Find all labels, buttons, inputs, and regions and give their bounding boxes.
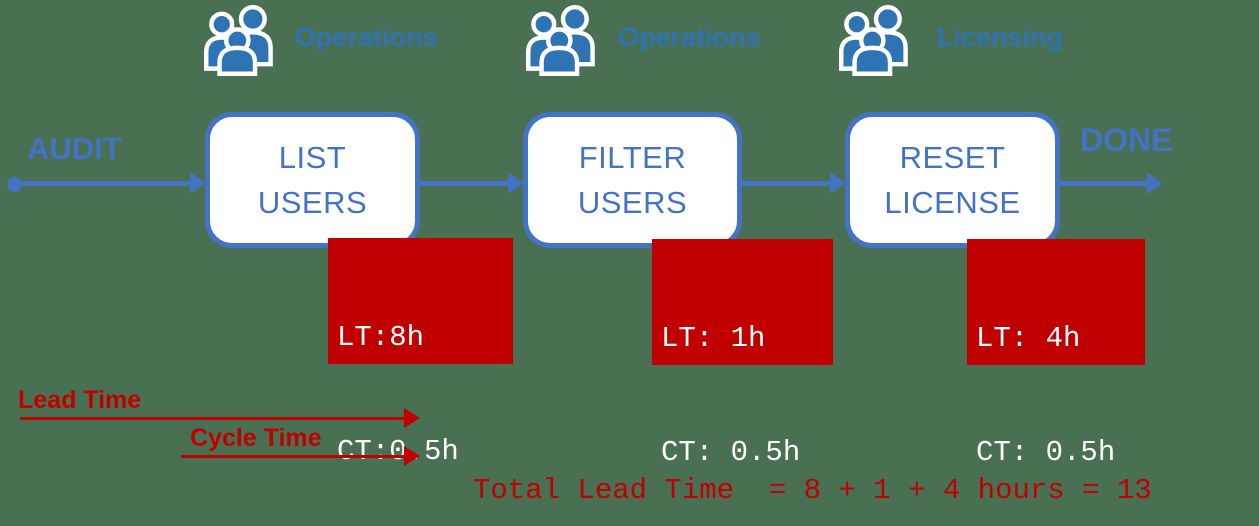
process-box-reset-license: RESET LICENSE xyxy=(845,112,1060,248)
flow-arrow-line-3 xyxy=(742,181,831,186)
flow-arrowhead-icon xyxy=(1147,172,1162,194)
people-group-icon xyxy=(526,4,595,76)
metrics-box-reset-license: LT: 4h CT: 0.5h %E: 6.25% xyxy=(967,239,1145,469)
metric-lead-time: LT: 4h xyxy=(976,322,1081,355)
team-label-operations-1: Operations xyxy=(295,22,438,52)
process-box-label: USERS xyxy=(577,185,688,220)
flow-arrow-line-1 xyxy=(13,181,191,186)
metric-cycle-time: CT: 0.5h xyxy=(976,436,1116,469)
process-box-label: LIST xyxy=(278,140,347,175)
process-box-list-users: LIST USERS xyxy=(205,112,420,248)
lead-time-label: Lead Time xyxy=(18,386,142,414)
metric-cycle-time: CT:0.5h xyxy=(337,435,459,468)
lead-time-arrowhead-icon xyxy=(404,408,420,428)
flow-arrowhead-icon xyxy=(830,172,845,194)
total-lead-time-formula: Total Lead Time = 8 + 1 + 4 hours = 13 xyxy=(473,474,1152,507)
metrics-box-list-users: LT:8h CT:0.5h %E:6.25% xyxy=(328,238,513,468)
people-group-icon xyxy=(839,4,908,76)
process-box-label: RESET xyxy=(899,140,1006,175)
flow-arrowhead-icon xyxy=(190,172,205,194)
team-label-operations-2: Operations xyxy=(618,22,761,52)
team-label-licensing: Licensing xyxy=(937,22,1064,52)
flow-arrowhead-icon xyxy=(508,172,523,194)
cycle-time-arrow-line xyxy=(181,455,405,458)
metrics-box-filter-users: LT: 1h CT: 0.5h %E: 50% xyxy=(652,239,833,469)
cycle-time-arrowhead-icon xyxy=(404,446,420,466)
process-box-filter-users: FILTER USERS xyxy=(523,112,742,248)
calculations-block: Total Lead Time = 8 + 1 + 4 hours = 13 T… xyxy=(473,403,1204,526)
process-box-label: USERS xyxy=(257,185,368,220)
flow-arrow-line-2 xyxy=(420,181,509,186)
flow-arrow-line-4 xyxy=(1060,181,1148,186)
process-box-label: FILTER xyxy=(578,140,687,175)
cycle-time-label: Cycle Time xyxy=(190,424,322,452)
people-group-icon xyxy=(204,4,273,76)
lead-time-arrow-line xyxy=(20,417,405,420)
metric-lead-time: LT: 1h xyxy=(661,322,766,355)
metric-cycle-time: CT: 0.5h xyxy=(661,436,801,469)
process-box-label: LICENSE xyxy=(884,185,1021,220)
flow-end-label: DONE xyxy=(1080,122,1173,158)
flow-start-label: AUDIT xyxy=(27,131,122,166)
metric-lead-time: LT:8h xyxy=(337,321,425,354)
